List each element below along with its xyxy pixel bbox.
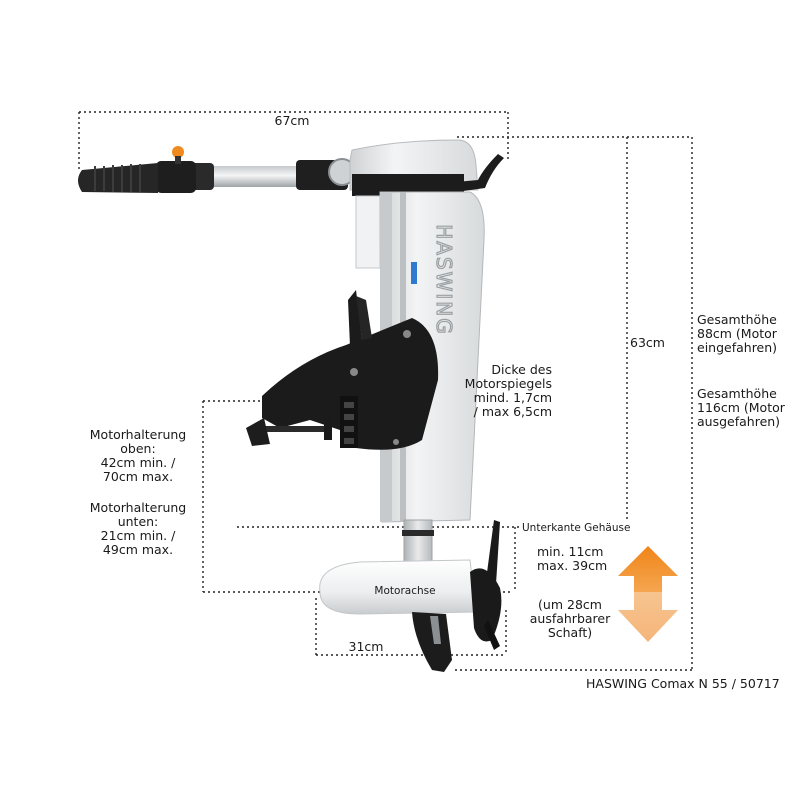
motor-length-label: 31cm: [348, 639, 384, 654]
brand-wordmark: HASWING: [432, 224, 456, 336]
lower-shaft: [403, 519, 433, 565]
motor-axis-label: Motorachse: [374, 585, 436, 597]
carry-handle: [456, 154, 504, 192]
tiller-tube: [210, 166, 308, 187]
propeller-blade-top: [486, 520, 500, 584]
throttle-grip: [156, 161, 196, 193]
dim-67cm-label: 67cm: [274, 113, 310, 128]
product-caption: HASWING Comax N 55 / 50717: [586, 676, 780, 691]
clamp-teeth: [344, 402, 354, 444]
side-cover: [355, 195, 381, 269]
housing-edge-label: Unterkante Gehäuse: [521, 521, 632, 535]
arrow-down-icon: [618, 592, 678, 642]
kill-switch-knob: [172, 146, 184, 158]
total-height-extended-label: Gesamthöhe 116cm (Motor ausgefahren): [697, 386, 785, 429]
immersion-depth-label: min. 11cm max. 39cm: [537, 544, 608, 573]
clamp-handle: [246, 418, 270, 446]
arrow-up-icon: [618, 546, 678, 592]
mount-bottom-label: Motorhalterung unten: 21cm min. / 49cm m…: [89, 500, 187, 557]
brand-badge: [411, 262, 417, 284]
outboard-motor: HASWING: [78, 139, 504, 672]
head-bracket: [352, 174, 464, 196]
grip-ribs: [94, 164, 141, 192]
dim-63cm-label: 63cm: [630, 335, 665, 350]
clamp-bracket: [262, 318, 439, 450]
clamp-screw: [262, 426, 332, 432]
total-height-retracted-label: Gesamthöhe 88cm (Motor eingefahren): [697, 312, 778, 355]
tilt-lever: [348, 290, 362, 346]
transom-thickness-label: Dicke des Motorspiegels mind. 1,7cm / ma…: [464, 362, 552, 419]
skeg: [412, 612, 452, 672]
handle-grip: [78, 163, 158, 193]
propeller: [470, 568, 502, 642]
shaft-extension-arrow: [618, 546, 678, 642]
shaft-extension-label: (um 28cm ausfahrbarer Schaft): [529, 597, 611, 640]
clamp-jaw: [340, 396, 358, 448]
mount-top-label: Motorhalterung oben: 42cm min. / 70cm ma…: [89, 427, 187, 484]
